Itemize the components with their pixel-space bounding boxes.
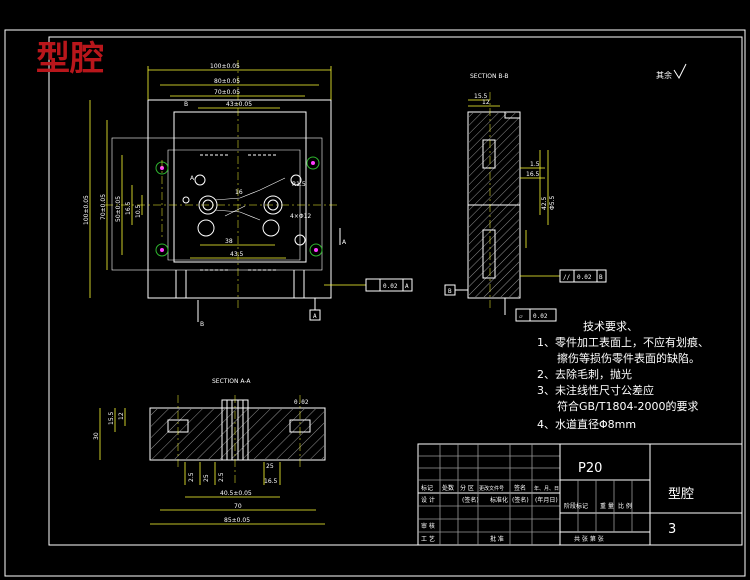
svg-text:16.5: 16.5	[264, 478, 278, 485]
svg-text:共 张 第 张: 共 张 第 张	[574, 535, 604, 543]
svg-text:更改文件号: 更改文件号	[479, 485, 504, 492]
svg-text:阶段标记: 阶段标记	[564, 502, 588, 510]
svg-text:标准化: 标准化	[490, 496, 508, 504]
svg-text:70: 70	[234, 503, 242, 510]
dim-w4: 43±0.05	[226, 101, 252, 108]
flatness-tolerance-2: 0.02	[533, 313, 548, 320]
svg-text:签名: 签名	[514, 484, 526, 492]
surface-finish-note: 其余	[656, 70, 672, 80]
section-bb-label: SECTION B-B	[470, 73, 509, 80]
inner-border	[48, 36, 743, 546]
svg-text:2.5: 2.5	[218, 472, 225, 482]
svg-text:12: 12	[118, 412, 125, 420]
drawing-number: 3	[668, 522, 676, 537]
requirement-item: 2、去除毛刺，抛光	[537, 367, 632, 381]
svg-text:年、月、日: 年、月、日	[534, 485, 559, 492]
outer-border	[4, 29, 746, 577]
svg-text:B: B	[599, 274, 603, 281]
svg-text:处数: 处数	[442, 484, 454, 492]
dim-w1: 100±0.05	[210, 63, 240, 70]
svg-text:审 核: 审 核	[421, 522, 435, 530]
svg-text:(签名): (签名)	[462, 496, 479, 504]
svg-text:0.02: 0.02	[294, 399, 309, 406]
svg-text:(年月日): (年月日)	[535, 496, 558, 504]
datum-b-label: B	[448, 288, 452, 295]
requirements-heading: 技术要求、	[583, 320, 638, 333]
part-name: 型腔	[668, 487, 694, 502]
guide-hole-icon	[309, 243, 323, 257]
svg-text:12: 12	[482, 99, 490, 106]
roughness-icon	[673, 63, 687, 80]
svg-text:重 量: 重 量	[600, 502, 614, 510]
svg-text:比 例: 比 例	[618, 502, 632, 510]
dim-16: 16	[235, 189, 243, 196]
svg-text:85±0.05: 85±0.05	[224, 517, 250, 524]
dim-h1: 100±0.05	[83, 195, 90, 225]
svg-text:30: 30	[93, 432, 100, 440]
guide-hole-icon	[306, 156, 320, 170]
top-view: A A B B 0.02 A A	[89, 60, 413, 328]
flatness-tolerance: 0.02	[383, 283, 398, 290]
requirement-item: 3、未注线性尺寸公差应	[537, 383, 654, 397]
svg-text:42.5: 42.5	[541, 196, 548, 210]
datum-a-label: A	[313, 313, 317, 320]
svg-text:25: 25	[203, 474, 210, 482]
cut-marker-b: B	[184, 101, 188, 108]
requirement-item: 4、水道直径Φ8mm	[537, 417, 636, 431]
requirement-item: 1、零件加工表面上，不应有划痕、	[537, 335, 709, 349]
svg-text:15.5: 15.5	[474, 93, 488, 100]
material-label: P20	[578, 461, 602, 476]
svg-text:16.5: 16.5	[526, 171, 540, 178]
dim-43-5: 43.5	[230, 251, 244, 258]
cut-marker-a: A	[342, 239, 347, 246]
dim-h3: 50±0.05	[115, 196, 122, 222]
section-aa-label: SECTION A-A	[212, 378, 251, 385]
title-block: P20 型腔 3 标记 处数 分 区 更改文件号 签名 年、月、日 设 计 (签…	[417, 443, 743, 546]
section-aa-view: SECTION A-A 30 15.5 12 0.02 2.5 25 2.5 2…	[93, 378, 326, 525]
svg-text:A: A	[405, 283, 409, 290]
svg-text:1.5: 1.5	[530, 161, 540, 168]
svg-text:2.5: 2.5	[188, 472, 195, 482]
parallel-symbol-icon: //	[563, 274, 571, 281]
svg-text:分 区: 分 区	[460, 484, 474, 492]
requirement-item: 擦伤等损伤零件表面的缺陷。	[557, 351, 700, 365]
svg-text:25: 25	[266, 463, 274, 470]
svg-text:B: B	[200, 321, 204, 328]
svg-text:标记: 标记	[421, 484, 433, 492]
dim-w3: 70±0.05	[214, 89, 240, 96]
dim-w2: 80±0.05	[214, 78, 240, 85]
dim-h5: 10.5	[135, 204, 142, 218]
svg-text:批 准: 批 准	[490, 535, 504, 543]
svg-text:A: A	[190, 175, 195, 182]
technical-requirements: 技术要求、 1、零件加工表面上，不应有划痕、 擦伤等损伤零件表面的缺陷。 2、去…	[537, 320, 709, 431]
dim-38: 38	[225, 238, 233, 245]
parallel-tolerance: 0.02	[577, 274, 592, 281]
svg-text:Φ5.5: Φ5.5	[549, 196, 556, 210]
dim-h4: 16.5	[125, 201, 132, 215]
svg-text:设 计: 设 计	[421, 496, 435, 504]
dim-h2: 70±0.05	[100, 194, 107, 220]
svg-text:40.5±0.05: 40.5±0.05	[220, 490, 252, 497]
svg-text:(签名): (签名)	[512, 496, 529, 504]
flatness-symbol-icon: ▱	[519, 313, 523, 320]
svg-text:工 艺: 工 艺	[421, 535, 435, 543]
drawing-title: 型腔	[36, 39, 104, 79]
dim-holes: 4×Φ12	[290, 213, 311, 220]
requirement-item: 符合GB/T1804-2000的要求	[557, 399, 698, 413]
dim-r1-5: R1.5	[292, 181, 306, 188]
guide-hole-icon	[155, 243, 169, 257]
svg-text:15.5: 15.5	[108, 411, 115, 425]
section-bb-view: SECTION B-B 15.5 12 1.5 16.5 42.5 Φ5.5	[444, 73, 607, 322]
